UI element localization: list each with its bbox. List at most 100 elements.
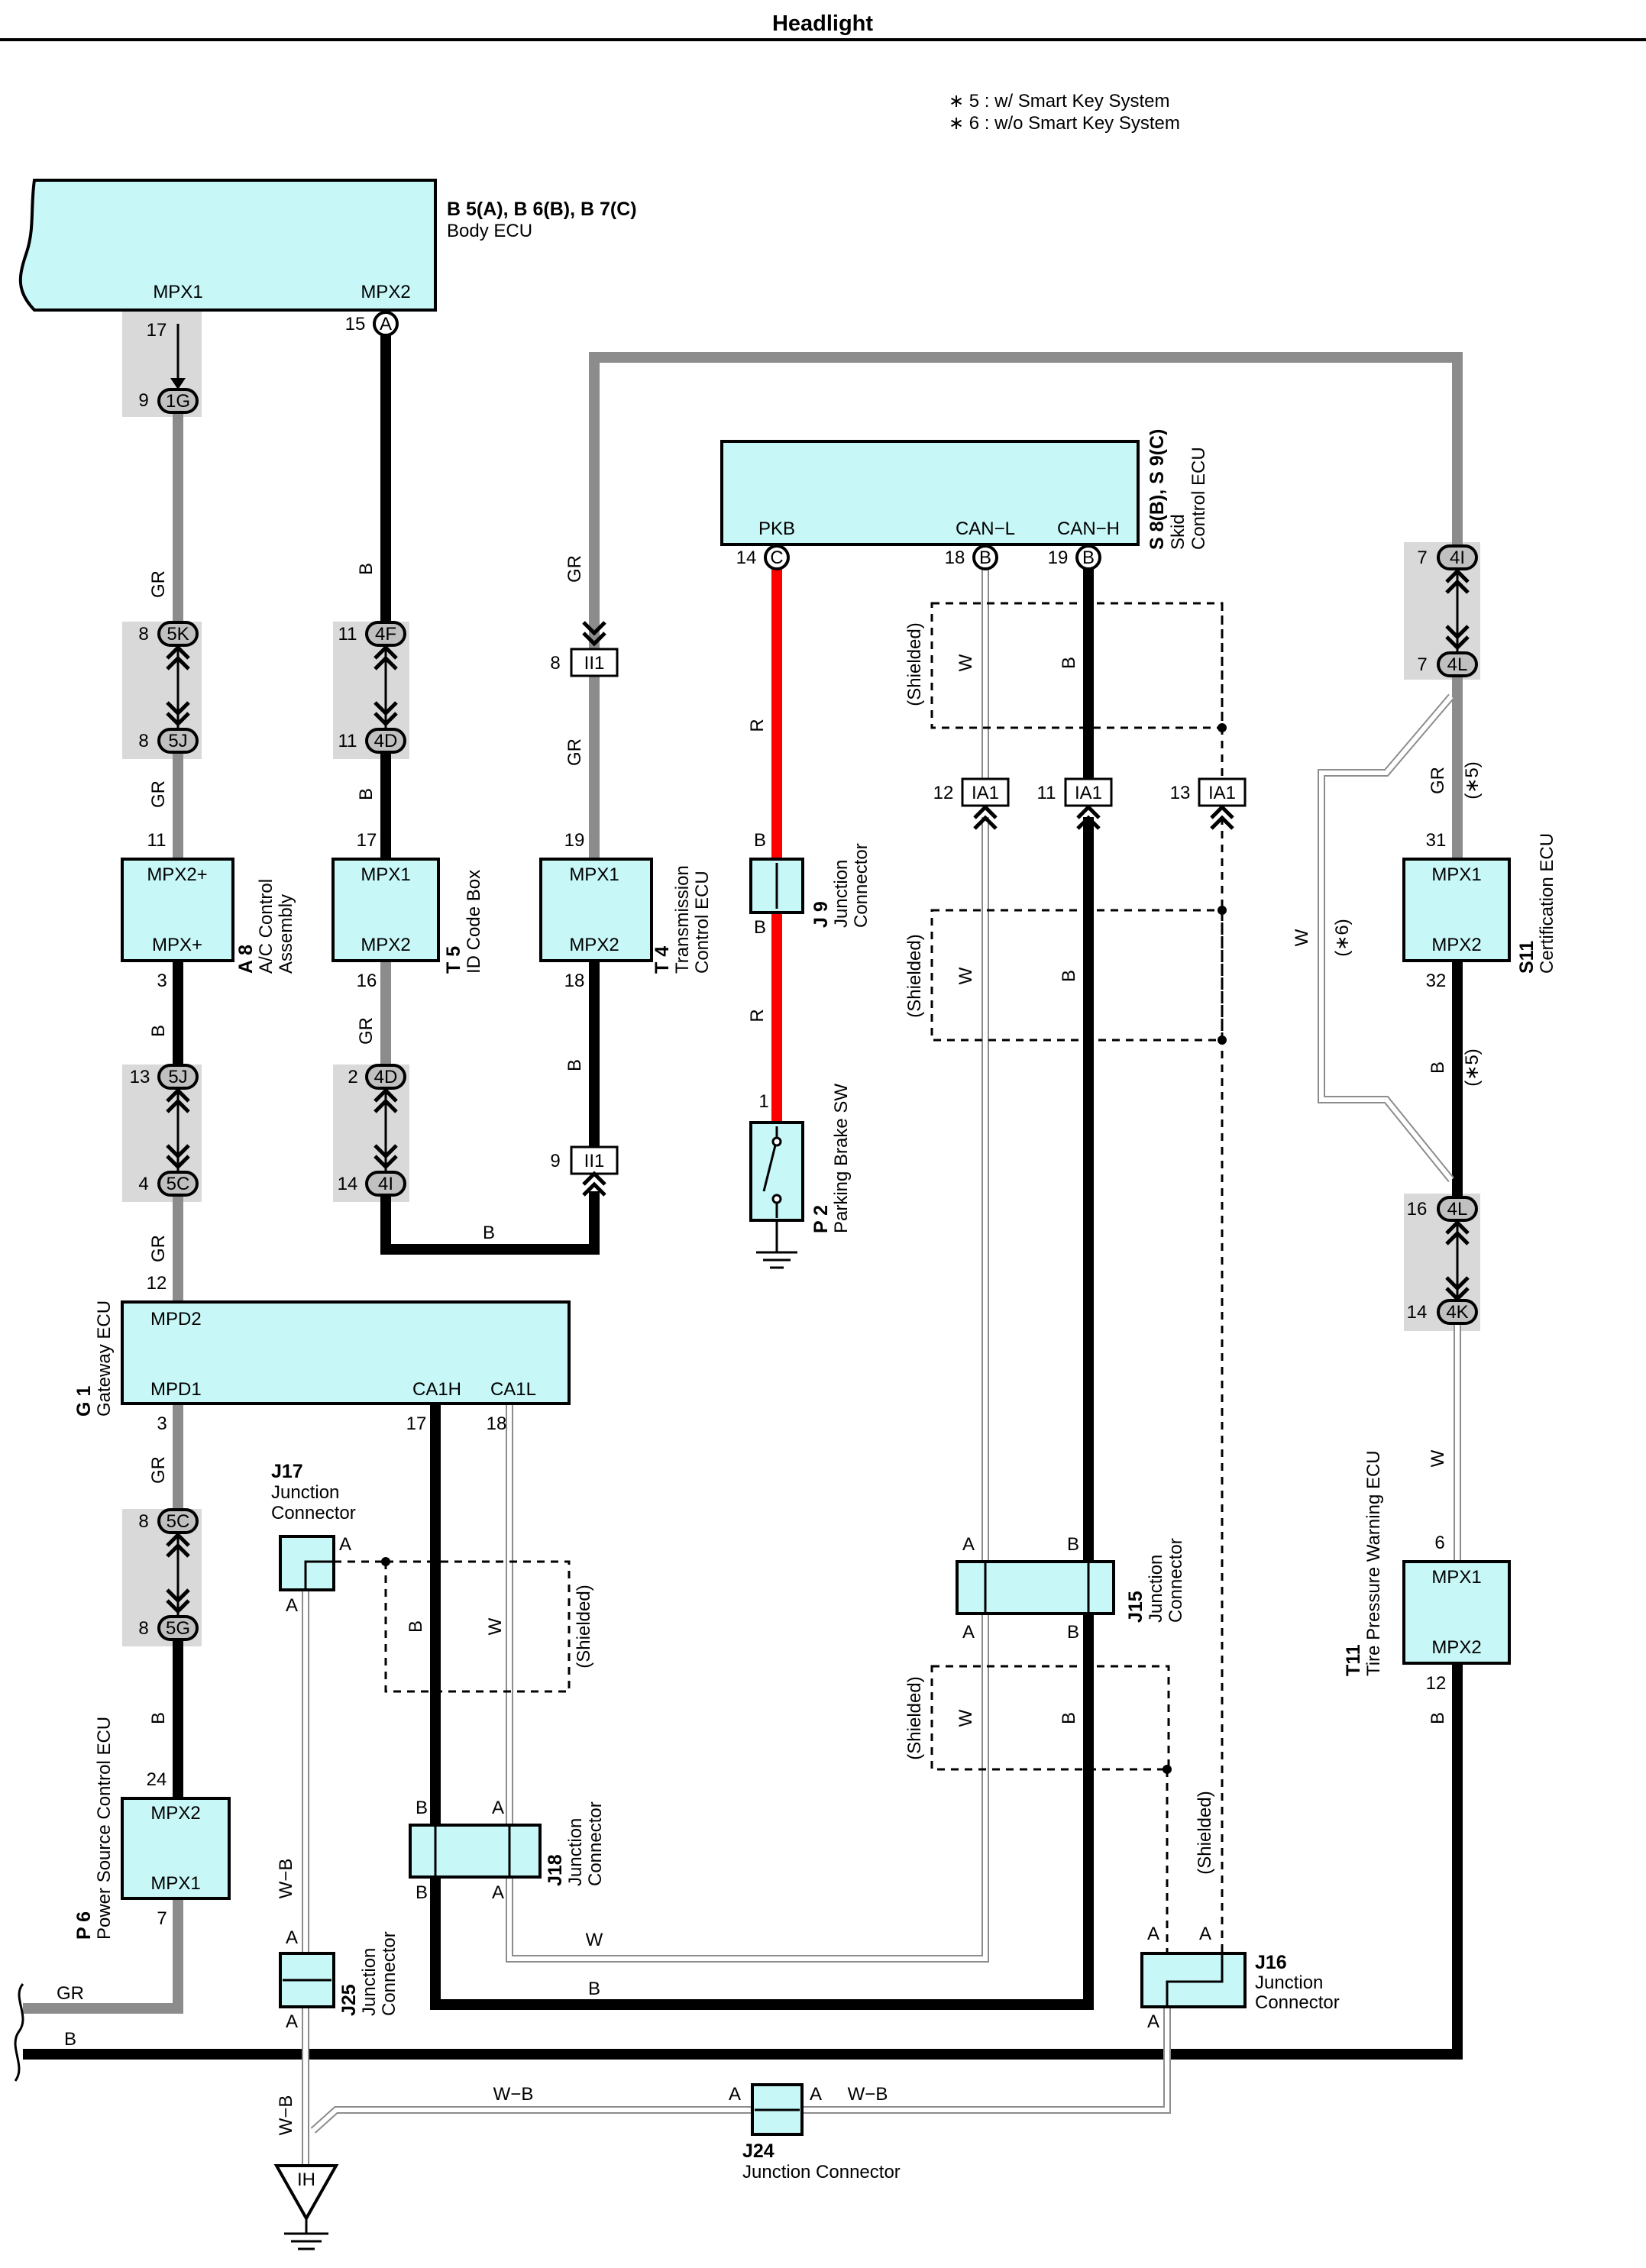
j18-connector (409, 1824, 542, 1879)
trans-code: T 4 (652, 946, 673, 974)
pin-number: 3 (157, 1413, 167, 1434)
j9-name2: Connector (851, 843, 872, 928)
trans-pin-mpx2: MPX2 (569, 935, 619, 955)
j15-name2: Connector (1166, 1538, 1186, 1623)
connector-IA1-11: IA1 (1064, 777, 1113, 807)
wire-color-label: W (1292, 929, 1312, 946)
pin-number: 8 (550, 653, 560, 674)
j25-name2: Connector (379, 1931, 399, 2016)
pin-number: 17 (406, 1413, 427, 1434)
pin-number: 18 (487, 1413, 507, 1434)
wire-color-label: GR (564, 555, 585, 583)
wire-color-label: GR (356, 1017, 377, 1045)
diagram-title: Headlight (772, 11, 873, 36)
svg-text:B: B (979, 548, 991, 568)
gateway-code: G 1 (73, 1386, 95, 1417)
pin-number: 2 (348, 1067, 357, 1087)
wire-b-4I-II1 (380, 1191, 600, 1255)
wire-color-label: B (1428, 1712, 1448, 1724)
power-pin-mpx1: MPX1 (150, 1873, 200, 1894)
connector-5C-lower: 5C (157, 1508, 199, 1534)
ac-control-box (121, 858, 234, 962)
connector-5K: 5K (157, 621, 199, 647)
transmission-ecu-box (539, 858, 653, 962)
ac-name1: A/C Control (256, 879, 276, 974)
tire-code: T11 (1343, 1644, 1364, 1676)
break-mark-icon (14, 1983, 24, 2082)
note-no-smart-key: ∗ 6 : w/o Smart Key System (949, 113, 1180, 134)
terminal-letter: B (416, 1798, 428, 1818)
connector-4D-lower: 4D (365, 1064, 406, 1090)
wire-color-label: W (956, 654, 976, 671)
idbox-pin-mpx1: MPX1 (361, 864, 410, 885)
ac-code: A 8 (235, 945, 257, 974)
gateway-name: Gateway ECU (94, 1300, 115, 1417)
terminal-letter: A (962, 1622, 975, 1643)
pin-number: 18 (945, 548, 965, 568)
wire-label-horizontal: W−B (493, 2084, 534, 2105)
svg-text:IA1: IA1 (972, 783, 999, 803)
pin-number: 14 (338, 1174, 358, 1194)
wire-color-label: B (406, 1620, 426, 1633)
trans-name1: Transmission (672, 865, 693, 974)
note-smart-key: ∗ 5 : w/ Smart Key System (949, 91, 1170, 111)
wire-b-tire-ground (23, 1663, 1463, 2060)
connector-4K: 4K (1437, 1299, 1478, 1325)
wire-color-label: B (1059, 970, 1079, 982)
cert-code: S11 (1516, 941, 1538, 974)
pin-number: 17 (357, 830, 377, 851)
terminal-letter: A (1147, 2011, 1159, 2032)
pin-number: 8 (138, 1618, 148, 1639)
j18-name1: Junction (565, 1818, 586, 1886)
pin-number: 8 (138, 1511, 148, 1532)
connector-II1-lower: II1 (570, 1145, 619, 1175)
body-ecu-name: Body ECU (447, 221, 532, 241)
gateway-ecu-box (121, 1300, 571, 1405)
j16-code: J16 (1255, 1952, 1287, 1973)
j17-code: J17 (271, 1461, 303, 1482)
pin-number: 16 (357, 971, 377, 991)
terminal-body-A: A (373, 311, 399, 337)
j17-connector (279, 1535, 335, 1591)
connector-4F: 4F (365, 621, 406, 647)
pin-number: 13 (130, 1067, 150, 1087)
terminal-letter: A (286, 1595, 298, 1616)
skid-pin-canl: CAN−L (956, 519, 1015, 539)
terminal-letter: A (962, 1534, 975, 1555)
ac-pin-mpx2plus: MPX2+ (147, 864, 207, 885)
svg-text:4K: 4K (1446, 1302, 1468, 1323)
body-ecu-pin-mpx2: MPX2 (361, 282, 410, 302)
wire-color-label: B (754, 917, 766, 938)
svg-text:C: C (770, 548, 783, 568)
tire-name: Tire Pressure Warning ECU (1363, 1450, 1384, 1676)
shield-box-3 (384, 1560, 571, 1693)
wire-gr-loop (589, 352, 1463, 649)
parking-sw-code: P 2 (810, 1205, 832, 1233)
j18-code: J18 (545, 1854, 566, 1886)
shield-box-2 (930, 909, 1224, 1042)
pin-number: 11 (338, 731, 357, 751)
pin-number: 14 (1407, 1302, 1428, 1323)
skid-ecu-code: S 8(B), S 9(C) (1146, 429, 1168, 550)
svg-text:5J: 5J (168, 731, 187, 751)
body-ecu-pin-mpx1: MPX1 (153, 282, 202, 302)
arrow-up-icon (1211, 807, 1233, 829)
j17-name2: Connector (271, 1503, 356, 1523)
terminal-skid-B-canl: B (972, 544, 998, 570)
j16-name1: Junction (1255, 1972, 1323, 1993)
pin-number: 16 (1407, 1199, 1428, 1220)
svg-text:4D: 4D (374, 1067, 398, 1087)
connector-4D-upper: 4D (365, 728, 406, 754)
cert-pin-mpx2: MPX2 (1431, 935, 1481, 955)
tire-pin-mpx1: MPX1 (1431, 1567, 1481, 1588)
j15-connector (956, 1560, 1115, 1615)
wire-color-label: GR (148, 1456, 169, 1484)
svg-text:A: A (380, 314, 392, 334)
power-name: Power Source Control ECU (94, 1717, 115, 1940)
connector-5J-lower: 5J (157, 1064, 199, 1090)
wire-label-horizontal: B (64, 2029, 76, 2050)
j24-code: J24 (742, 2140, 774, 2162)
body-ecu-box (18, 179, 437, 312)
wire-color-label: GR (148, 780, 169, 808)
power-code: P 6 (73, 1911, 95, 1940)
